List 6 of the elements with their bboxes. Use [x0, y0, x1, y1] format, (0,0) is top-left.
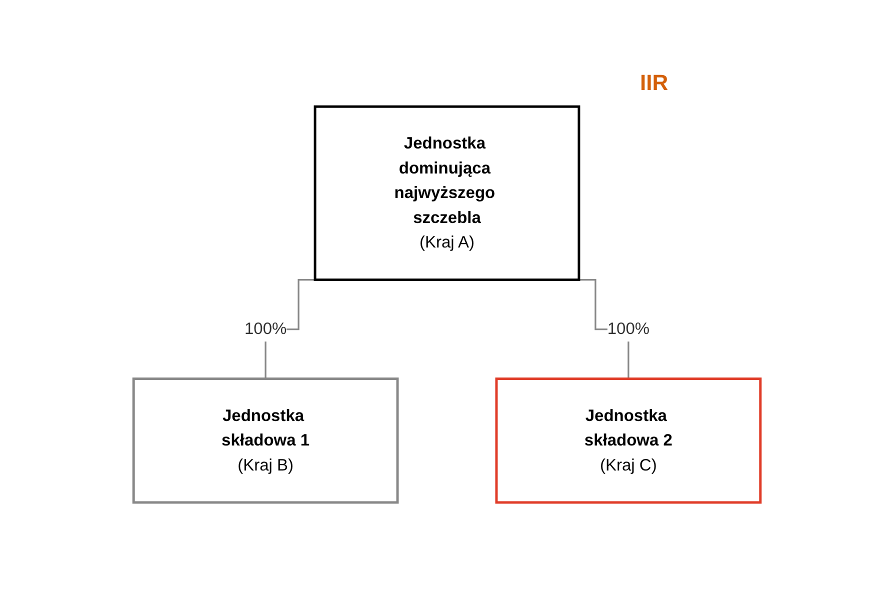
node-annotation: IIR: [640, 70, 668, 96]
node-box: Jednostka składowa 2 (Kraj C): [495, 378, 762, 504]
node-box: Jednostka składowa 1 (Kraj B): [132, 378, 399, 504]
edge-label: 100%: [607, 320, 650, 339]
node-box: Jednostka dominująca najwyższego szczebla (Kraj A): [314, 106, 580, 282]
edge-label: 100%: [244, 320, 287, 339]
